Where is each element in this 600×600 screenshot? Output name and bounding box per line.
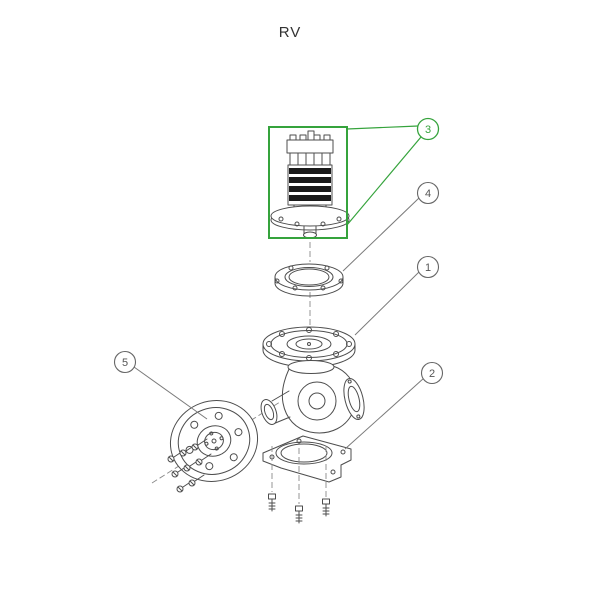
callout-3-circle[interactable] — [416, 117, 440, 141]
callout-1-number: 1 — [425, 262, 431, 274]
callout-1-circle[interactable] — [416, 255, 440, 279]
callout-4-number: 4 — [425, 188, 431, 200]
leader-line-5 — [133, 366, 208, 420]
body-side-flange — [343, 378, 365, 420]
screw — [295, 505, 303, 524]
part-4-seal-ring — [274, 263, 344, 297]
pump-body — [260, 360, 365, 434]
diagram-title: RV — [279, 24, 302, 41]
part-3-highlight — [268, 125, 422, 239]
screw — [191, 438, 208, 451]
highlight-leader-top — [346, 125, 419, 130]
callout-5-circle[interactable] — [113, 350, 137, 374]
leader-line-1 — [354, 271, 420, 336]
leader-lines — [133, 197, 425, 450]
callout-3-number: 3 — [425, 124, 431, 136]
part-5-wheel — [169, 400, 259, 482]
part-3-motor — [270, 130, 350, 239]
callout-5-number: 5 — [122, 357, 128, 369]
callout-5[interactable]: 5 — [113, 350, 137, 374]
callout-2-circle[interactable] — [420, 361, 444, 385]
callout-4[interactable]: 4 — [416, 181, 440, 205]
callout-2-number: 2 — [429, 368, 435, 380]
screw — [322, 498, 330, 517]
callout-2[interactable]: 2 — [420, 361, 444, 385]
screw — [195, 453, 212, 466]
screw — [268, 493, 276, 512]
body-outlet — [260, 399, 278, 425]
bottom-screws — [268, 446, 330, 524]
screw — [188, 474, 205, 487]
highlight-box — [268, 126, 348, 239]
callout-1[interactable]: 1 — [416, 255, 440, 279]
part-2-base-bracket — [262, 435, 352, 483]
leader-line-4 — [342, 197, 420, 272]
screw-cluster — [167, 438, 212, 493]
callout-3[interactable]: 3 — [416, 117, 440, 141]
callout-4-circle[interactable] — [416, 181, 440, 205]
leader-line-2 — [344, 377, 425, 450]
screw — [183, 459, 200, 472]
highlight-leader-bottom — [346, 136, 422, 226]
screw — [167, 450, 184, 463]
